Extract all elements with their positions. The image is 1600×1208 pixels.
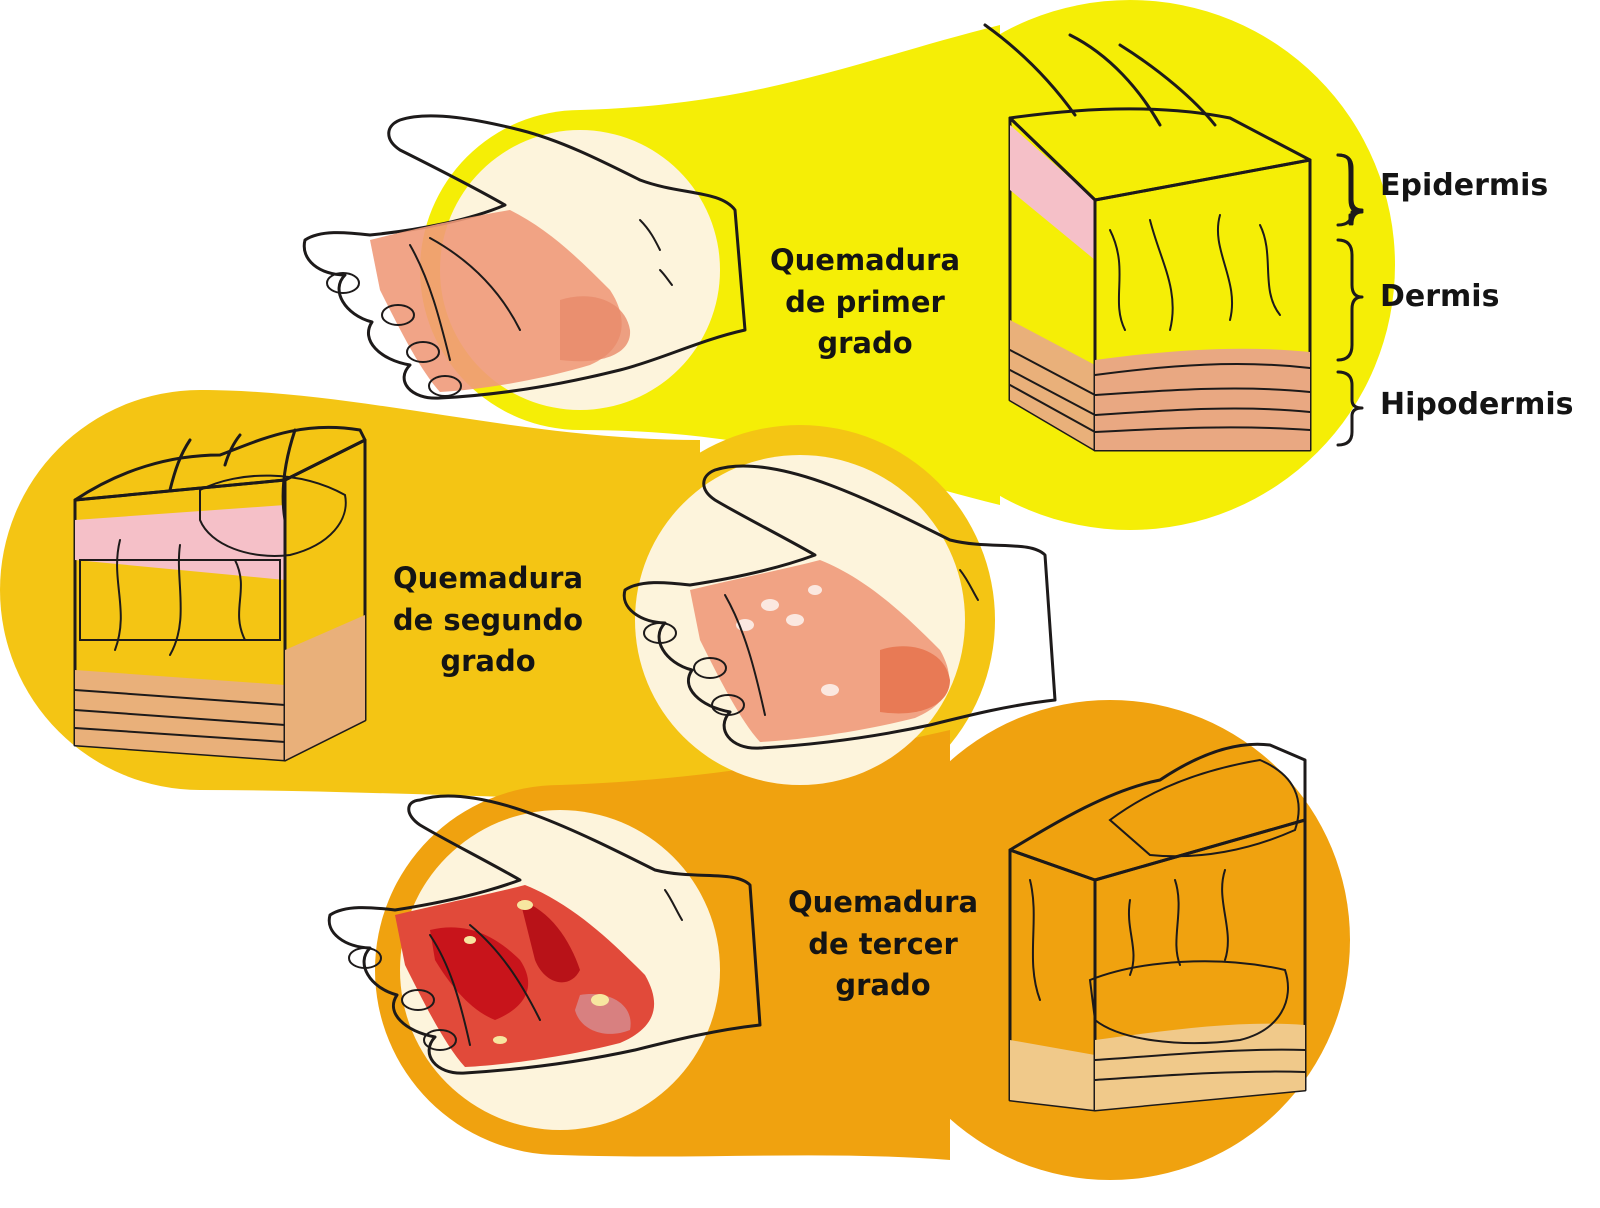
hand-second-degree-illustration xyxy=(622,464,1057,750)
label-second-line3: grado xyxy=(440,644,535,678)
label-third-degree: Quemadura de tercer grado xyxy=(788,885,978,1002)
label-second-line1: Quemadura xyxy=(393,561,583,595)
label-second-line2: de segundo xyxy=(393,603,583,637)
layer-labels: Epidermis Dermis Hipodermis xyxy=(1380,168,1574,422)
hand-first-degree-illustration xyxy=(302,114,747,400)
label-first-line2: de primer xyxy=(785,285,945,319)
layer-label-dermis: Dermis xyxy=(1380,279,1499,314)
label-first-line1: Quemadura xyxy=(770,243,960,277)
hand-third-degree-illustration xyxy=(327,794,762,1075)
skin-block-third-degree xyxy=(1008,742,1307,1112)
layer-label-epidermis: Epidermis xyxy=(1380,168,1548,203)
label-third-line3: grado xyxy=(835,968,930,1002)
label-third-line2: de tercer xyxy=(808,927,958,961)
layer-brackets xyxy=(1336,153,1364,447)
layer-label-hypodermis: Hipodermis xyxy=(1380,387,1574,422)
label-first-line3: grado xyxy=(817,326,912,360)
label-third-line1: Quemadura xyxy=(788,885,978,919)
skin-block-second-degree xyxy=(73,425,367,762)
label-first-degree: Quemadura de primer grado xyxy=(770,243,960,360)
label-second-degree: Quemadura de segundo grado xyxy=(393,561,583,678)
skin-block-first-degree xyxy=(983,23,1312,452)
